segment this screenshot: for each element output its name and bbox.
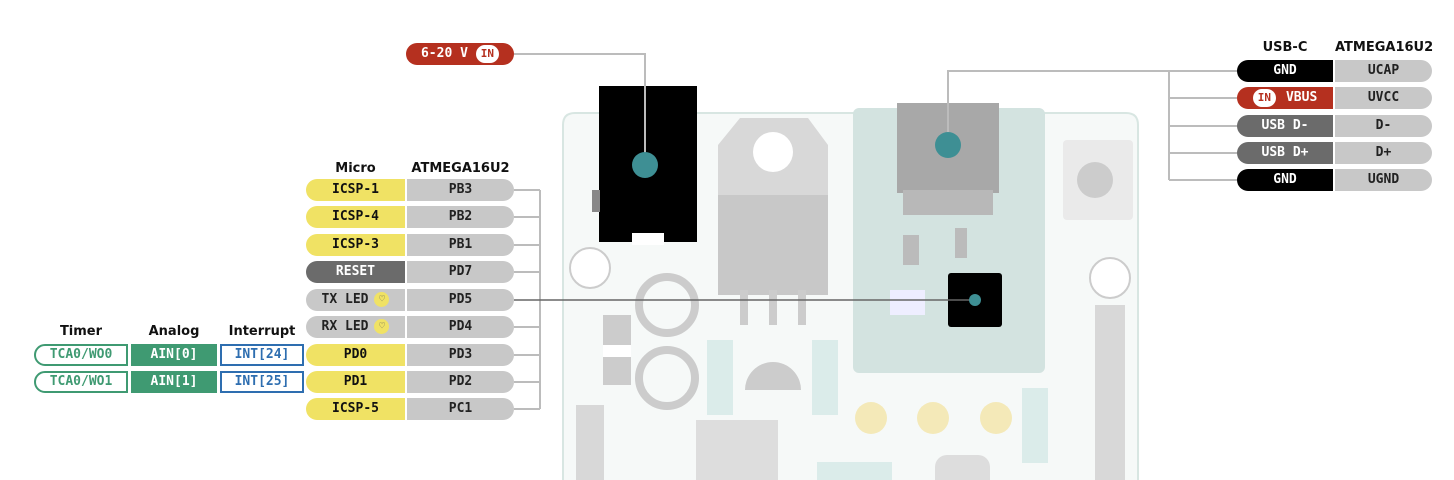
atmega-pin-label: PD2 — [407, 371, 514, 393]
usbc-pin-label: GND — [1237, 60, 1333, 82]
micro-pin-text: ICSP-1 — [332, 182, 379, 197]
atmega-pin-label: PB1 — [407, 234, 514, 256]
analog-label: AIN[0] — [131, 344, 217, 366]
atmega-pin-label: PC1 — [407, 398, 514, 420]
atmega-pin-label: PD5 — [407, 289, 514, 311]
header-micro: Micro — [335, 161, 376, 176]
micro-pin-label: ICSP-5 — [306, 398, 405, 420]
usbc-pin-text: GND — [1273, 63, 1297, 78]
micro-pin-text: ICSP-4 — [332, 209, 379, 224]
led-icon: ♡ — [374, 292, 390, 307]
analog-label: AIN[1] — [131, 371, 217, 393]
atmega-pin-label: PD4 — [407, 316, 514, 338]
micro-pin-text: RESET — [335, 264, 376, 279]
micro-pin-label: ICSP-1 — [306, 179, 405, 201]
micro-pin-text: PD0 — [343, 347, 368, 362]
usbc-pin-label: GND — [1237, 169, 1333, 191]
atmega-pin-label: UGND — [1335, 169, 1432, 191]
interrupt-label: INT[24] — [220, 344, 304, 366]
micro-pin-text: TX LED — [321, 292, 369, 307]
usbc-pin-text: VBUS — [1285, 90, 1318, 105]
input-badge: IN — [475, 45, 500, 63]
header-usbc: USB-C — [1262, 40, 1308, 55]
header-atmega-left: ATMEGA16U2 — [411, 161, 510, 176]
timer-label: TCA0/WO0 — [34, 344, 128, 366]
interrupt-label: INT[25] — [220, 371, 304, 393]
micro-pin-label: PD1 — [306, 371, 405, 393]
atmega-pin-label: PB3 — [407, 179, 514, 201]
micro-pin-label: RESET — [306, 261, 405, 283]
atmega-pin-label: D- — [1335, 115, 1432, 137]
atmega-pin-label: PB2 — [407, 206, 514, 228]
input-badge: IN — [1252, 89, 1276, 107]
usbc-pin-label: USB D+ — [1237, 142, 1333, 164]
atmega-pin-label: PD3 — [407, 344, 514, 366]
usbc-pin-text: GND — [1273, 172, 1297, 187]
header-analog: Analog — [148, 324, 200, 339]
power-input-label: 6-20 V IN — [406, 43, 514, 65]
usbc-pin-text: USB D+ — [1261, 145, 1309, 160]
usbc-pin-label: USB D- — [1237, 115, 1333, 137]
atmega-pin-label: D+ — [1335, 142, 1432, 164]
led-icon: ♡ — [374, 319, 390, 334]
atmega-pin-label: UVCC — [1335, 87, 1432, 109]
micro-pin-text: ICSP-3 — [332, 237, 379, 252]
micro-pin-label: PD0 — [306, 344, 405, 366]
header-interrupt: Interrupt — [228, 324, 296, 339]
timer-label: TCA0/WO1 — [34, 371, 128, 393]
micro-pin-label: ICSP-4 — [306, 206, 405, 228]
power-voltage: 6-20 V — [420, 46, 468, 61]
micro-pin-text: ICSP-5 — [332, 401, 379, 416]
usbc-pin-label: IN VBUS — [1237, 87, 1333, 109]
header-timer: Timer — [59, 324, 103, 339]
usbc-pin-text: USB D- — [1261, 118, 1309, 133]
atmega-pin-label: PD7 — [407, 261, 514, 283]
micro-pin-text: RX LED — [321, 319, 369, 334]
header-atmega-right: ATMEGA16U2 — [1335, 40, 1434, 55]
micro-pin-label: ICSP-3 — [306, 234, 405, 256]
atmega-pin-label: UCAP — [1335, 60, 1432, 82]
micro-pin-label: RX LED ♡ — [306, 316, 405, 338]
micro-pin-label: TX LED ♡ — [306, 289, 405, 311]
micro-pin-text: PD1 — [343, 374, 368, 389]
